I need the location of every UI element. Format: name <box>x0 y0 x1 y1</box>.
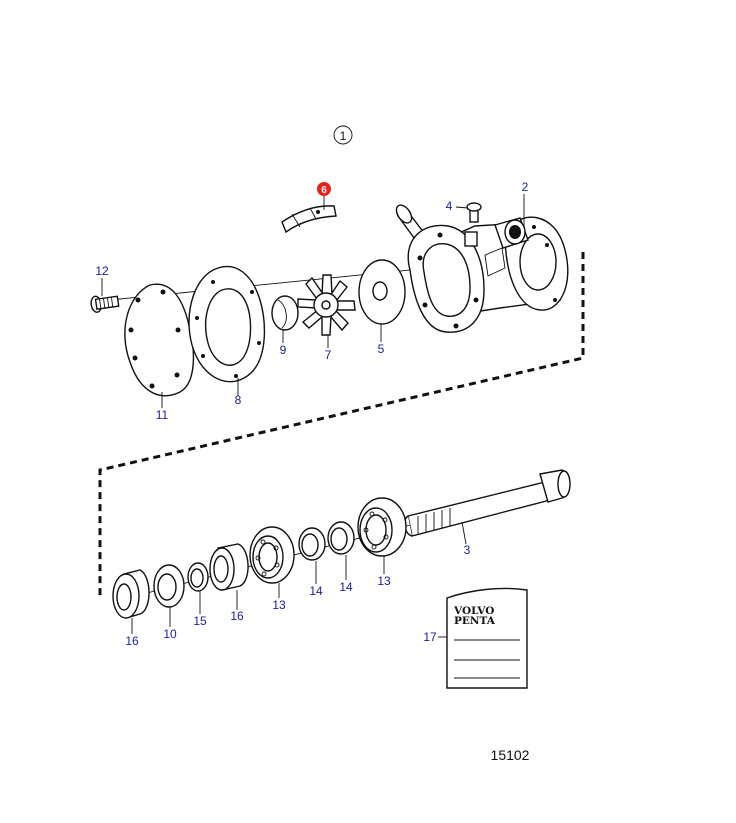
part-shaft[interactable] <box>403 469 571 537</box>
part-label[interactable]: 13 <box>272 598 286 612</box>
part-label[interactable]: 15 <box>193 614 207 628</box>
part-label[interactable]: 14 <box>309 584 323 598</box>
part-cover-plate[interactable] <box>124 283 195 397</box>
part-label[interactable]: 7 <box>325 348 332 362</box>
part-label[interactable]: 8 <box>235 393 242 407</box>
drawing-number: 15102 <box>491 747 530 763</box>
part-label[interactable]: 16 <box>230 609 244 623</box>
part-label[interactable]: 13 <box>377 574 391 588</box>
part-screw[interactable] <box>90 293 120 313</box>
part-labels: 2 4 6 12 11 8 9 7 5 3 13 14 14 13 16 15 … <box>95 180 528 648</box>
part-label[interactable]: 16 <box>125 634 139 648</box>
part-impeller[interactable] <box>297 274 356 336</box>
highlight-marker <box>317 182 331 196</box>
part-top-screw[interactable] <box>466 202 482 223</box>
part-label[interactable]: 14 <box>339 580 353 594</box>
part-gasket[interactable] <box>188 265 266 383</box>
part-cam[interactable] <box>281 205 337 234</box>
part-label[interactable]: 3 <box>464 543 471 557</box>
part-bearing-right[interactable] <box>357 497 407 557</box>
part-bearing-left[interactable] <box>249 526 295 584</box>
part-seal[interactable] <box>153 564 185 608</box>
part-label[interactable]: 10 <box>163 627 177 641</box>
kit-brand-line-1: VOLVO <box>453 605 494 617</box>
leader-lines <box>101 194 525 638</box>
part-label[interactable]: 17 <box>423 630 437 644</box>
part-plug[interactable] <box>271 295 299 331</box>
part-ring-left[interactable] <box>298 527 326 561</box>
view-number-marker: 1 <box>333 125 353 145</box>
part-label[interactable]: 2 <box>522 180 529 194</box>
part-small-ring[interactable] <box>187 562 209 592</box>
part-label[interactable]: 4 <box>446 199 453 213</box>
part-wear-plate[interactable] <box>358 259 406 325</box>
part-sleeve-left[interactable] <box>112 569 150 619</box>
part-label[interactable]: 11 <box>156 408 169 422</box>
part-label[interactable]: 6 <box>321 185 327 196</box>
assembly-guide-line <box>98 252 585 600</box>
part-label[interactable]: 12 <box>95 264 109 278</box>
part-label[interactable]: 5 <box>378 342 385 356</box>
part-kit-envelope[interactable]: VOLVO PENTA <box>446 587 528 689</box>
part-sleeve-right[interactable] <box>209 543 249 591</box>
view-number: 1 <box>340 129 347 143</box>
part-label[interactable]: 9 <box>280 343 287 357</box>
part-ring-right[interactable] <box>327 521 355 555</box>
part-pump-housing[interactable] <box>393 202 569 333</box>
kit-brand-line-2: PENTA <box>454 615 496 627</box>
